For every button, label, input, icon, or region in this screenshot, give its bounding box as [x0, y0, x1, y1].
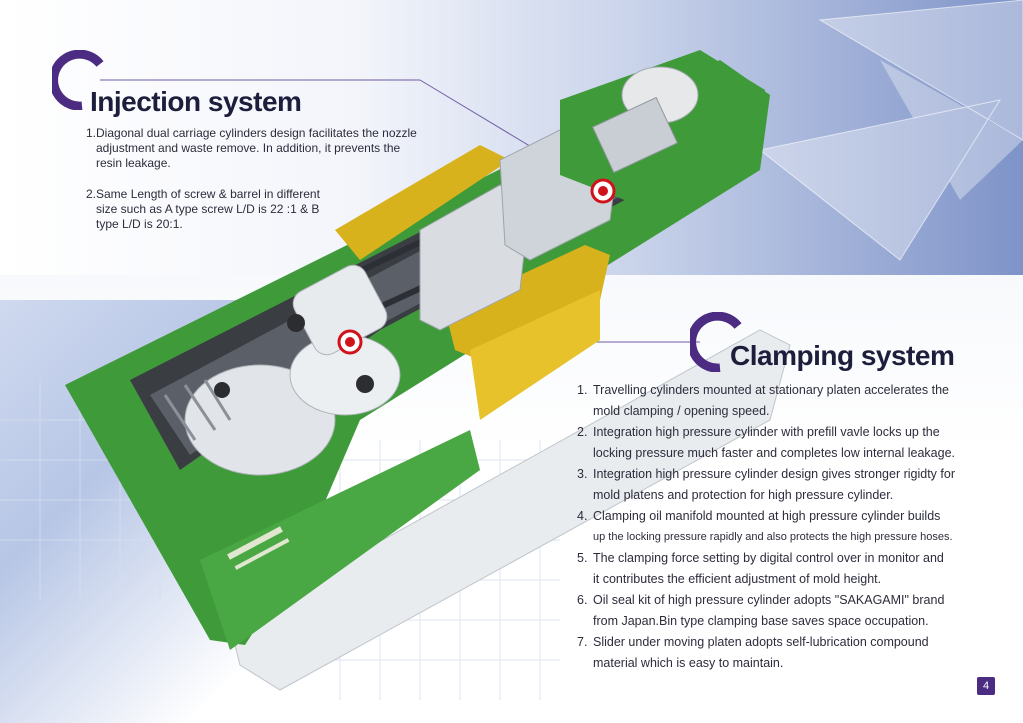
list-item-number: 3.	[577, 467, 588, 481]
injection-system-title: Injection system	[90, 86, 302, 117]
clamping-system-title: Clamping system	[730, 340, 955, 371]
list-item-line: type L/D is 20:1.	[96, 217, 183, 231]
list-item: 1.Diagonal dual carriage cylinders desig…	[86, 126, 436, 171]
list-item-line: The clamping force setting by digital co…	[593, 551, 944, 565]
list-item-line: up the locking pressure rapidly and also…	[593, 531, 953, 543]
list-item-number: 5.	[577, 551, 588, 565]
target-marker-icon	[337, 329, 363, 355]
list-item-line: resin leakage.	[96, 156, 171, 170]
list-item-line: it contributes the efficient adjustment …	[593, 572, 882, 586]
list-item-number: 6.	[577, 593, 588, 607]
injection-feature-list: 1.Diagonal dual carriage cylinders desig…	[86, 126, 436, 248]
list-item: 2. Integration high pressure cylinder wi…	[577, 422, 962, 464]
list-item-line: 1.Diagonal dual carriage cylinders desig…	[86, 126, 417, 140]
list-item: 7. Slider under moving platen adopts sel…	[577, 632, 962, 674]
title-arc-icon	[52, 50, 104, 110]
list-item-line: Clamping oil manifold mounted at high pr…	[593, 509, 941, 523]
list-item-line: 2.Same Length of screw & barrel in diffe…	[86, 187, 320, 201]
list-item: 3. Integration high pressure cylinder de…	[577, 464, 962, 506]
title-arc-icon	[690, 312, 742, 372]
list-item-line: material which is easy to maintain.	[593, 656, 784, 670]
list-item-line: size such as A type screw L/D is 22 :1 &…	[96, 202, 320, 216]
list-item-line: Integration high pressure cylinder desig…	[593, 467, 955, 481]
page-number-badge: 4	[977, 677, 995, 695]
clamping-feature-list: 1. Travelling cylinders mounted at stati…	[577, 380, 962, 674]
list-item-line: from Japan.Bin type clamping base saves …	[593, 614, 929, 628]
list-item-number: 2.	[577, 425, 588, 439]
list-item-line: mold clamping / opening speed.	[593, 404, 770, 418]
list-item: 5. The clamping force setting by digital…	[577, 548, 962, 590]
list-item-line: Integration high pressure cylinder with …	[593, 425, 940, 439]
list-item: 1. Travelling cylinders mounted at stati…	[577, 380, 962, 422]
target-marker-icon	[590, 178, 616, 204]
list-item-number: 1.	[577, 383, 588, 397]
list-item-number: 7.	[577, 635, 588, 649]
list-item: 2.Same Length of screw & barrel in diffe…	[86, 187, 436, 232]
list-item-number: 4.	[577, 509, 588, 523]
list-item-line: mold platens and protection for high pre…	[593, 488, 894, 502]
list-item-line: locking pressure much faster and complet…	[593, 446, 955, 460]
list-item-line: Travelling cylinders mounted at stationa…	[593, 383, 949, 397]
list-item-line: adjustment and waste remove. In addition…	[96, 141, 401, 155]
list-item: 6. Oil seal kit of high pressure cylinde…	[577, 590, 962, 632]
list-item-line: Oil seal kit of high pressure cylinder a…	[593, 593, 945, 607]
list-item-line: Slider under moving platen adopts self-l…	[593, 635, 929, 649]
list-item: 4. Clamping oil manifold mounted at high…	[577, 506, 962, 548]
